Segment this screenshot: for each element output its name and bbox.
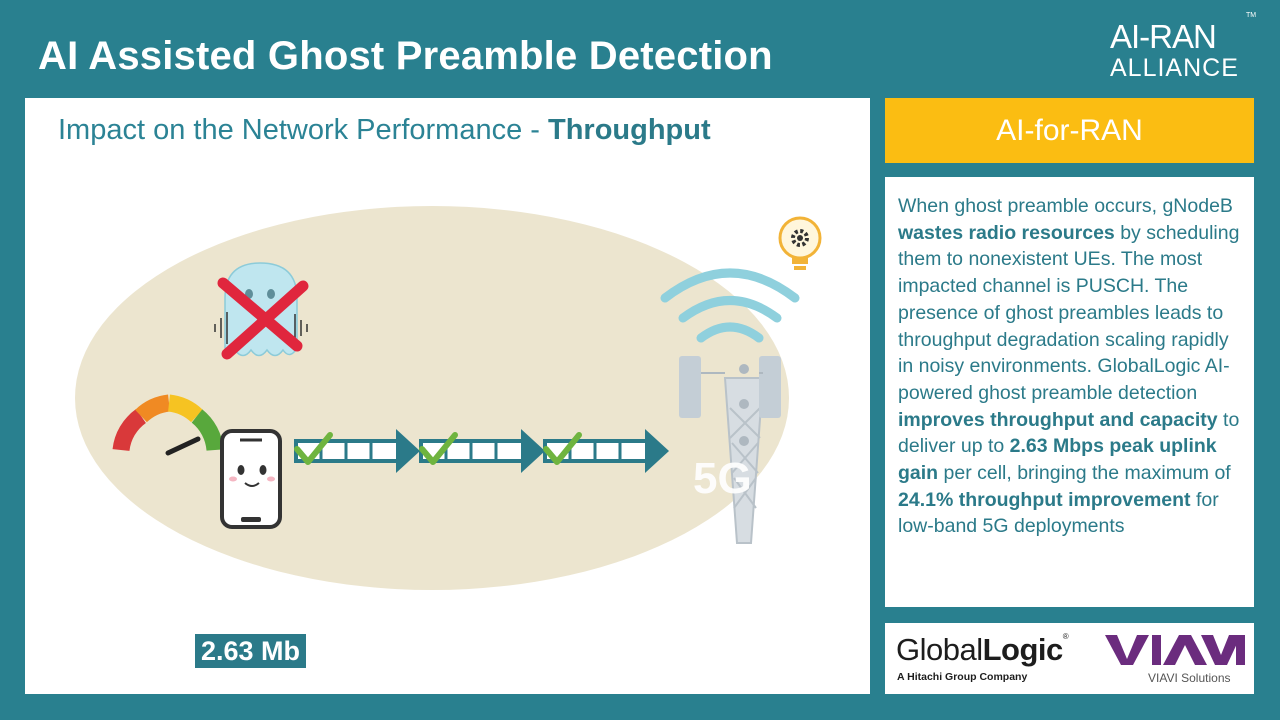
partner-logos: GlobalLogic® A Hitachi Group Company VIA… [885,623,1254,694]
globallogic-logo: GlobalLogic® [896,632,1069,668]
desc-bold: improves throughput and capacity [898,408,1218,431]
section-subtitle: Impact on the Network Performance - Thro… [58,114,711,147]
desc-text: to deliver up to [898,408,1240,458]
lightbulb-icon [778,216,822,270]
viavi-tagline: VIAVI Solutions [1148,671,1231,685]
desc-text: by scheduling them to nonexistent UEs. T… [898,221,1240,404]
data-arrow-2 [419,429,545,473]
ai-ran-alliance-logo: AI-RAN ALLIANCE TM [1104,12,1264,84]
cell-tower-icon [679,356,781,544]
main-panel: 5G Impact on the Network Performance - T… [25,98,870,694]
desc-text: per cell, bringing the maximum of [938,462,1231,485]
viavi-logo [1105,635,1245,665]
tower-5g-label: 5G [693,454,752,503]
desc-text: When ghost preamble occurs, gNodeB [898,195,1233,217]
desc-text: for low-band 5G deployments [898,488,1219,538]
logo-tm: TM [1246,12,1257,19]
slide-title: AI Assisted Ghost Preamble Detection [38,34,773,78]
network-illustration: 5G [75,206,822,590]
globallogic-plain: Global [896,632,983,667]
description-panel: When ghost preamble occurs, gNodeB waste… [885,177,1254,607]
desc-bold: 2.63 Mbps peak uplink gain [898,435,1217,485]
data-arrow-3 [543,429,669,473]
speedometer-icon [112,394,224,456]
wifi-signal-icon [660,268,800,343]
logo-line2: ALLIANCE [1110,54,1239,82]
throughput-label: 2.63 Mb [195,634,306,668]
category-tag: AI-for-RAN [885,98,1254,163]
cross-icon [217,277,309,360]
desc-bold: 24.1% throughput improvement [898,488,1191,511]
subtitle-prefix: Impact on the Network Performance - [58,114,548,146]
subtitle-highlight: Throughput [547,114,711,146]
globallogic-bold: Logic [982,632,1064,667]
data-arrow-1 [294,429,420,473]
desc-bold: wastes radio resources [898,221,1115,244]
smartphone-icon [220,429,282,529]
globallogic-reg: ® [1062,632,1069,641]
logo-line1: AI-RAN [1110,18,1217,55]
globallogic-tagline: A Hitachi Group Company [897,671,1028,683]
